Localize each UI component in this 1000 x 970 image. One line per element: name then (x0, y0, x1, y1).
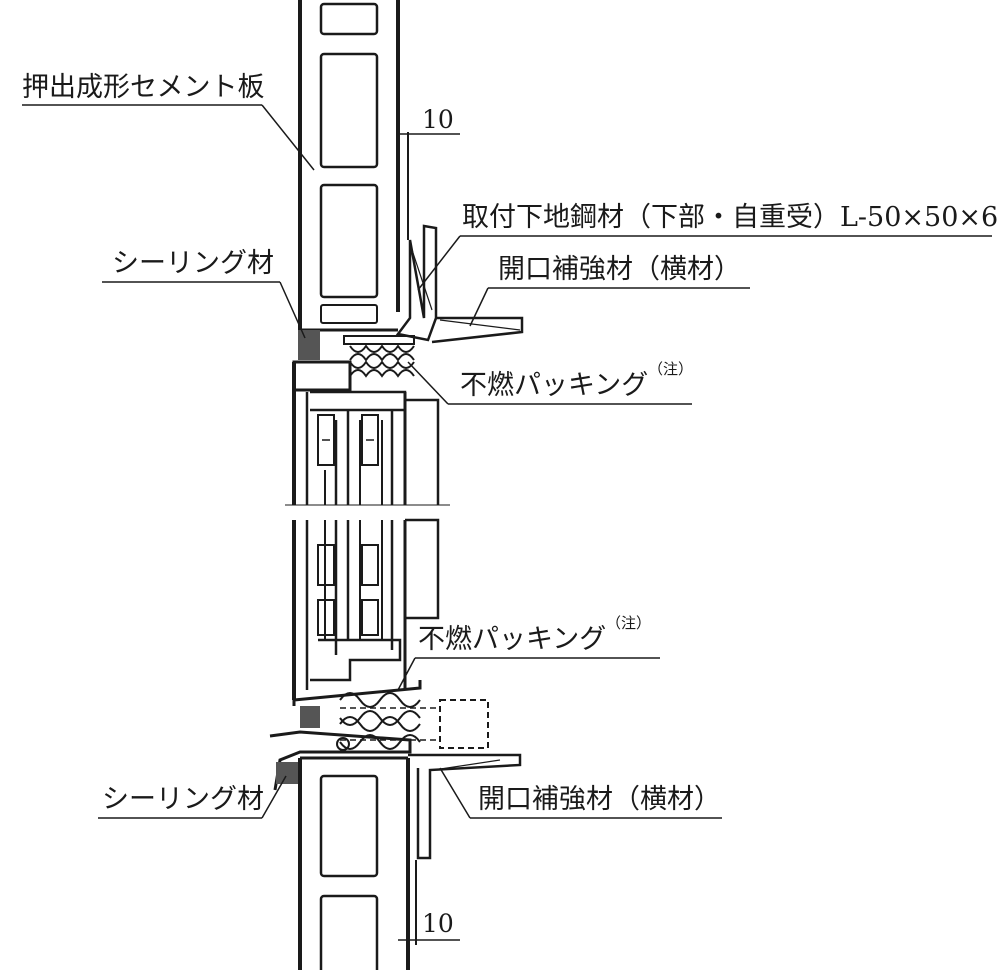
bottom-packing (336, 692, 489, 751)
dimension-bottom-value: 10 (422, 909, 454, 938)
bottom-sealant (276, 762, 302, 784)
window-frame (285, 360, 450, 706)
label-sealing-bottom: シーリング材 (102, 784, 264, 815)
label-panel: 押出成形セメント板 (22, 72, 264, 103)
top-sealant (298, 330, 320, 360)
sill-flashing (269, 730, 412, 791)
leader-lines (22, 104, 992, 819)
label-reinforce-top: 開口補強材（横材） (498, 254, 741, 285)
top-dimension: 10 (398, 105, 460, 240)
bottom-dimension: 10 (398, 860, 460, 945)
label-packing-top-note: （注） (648, 360, 693, 378)
lower-cement-panel (298, 756, 410, 970)
top-packing (343, 335, 415, 378)
label-packing-bottom: 不燃パッキング (418, 624, 606, 655)
label-angle: 取付下地鋼材（下部・自重受）L-50×50×6 (462, 202, 998, 233)
steel-angle (395, 224, 524, 344)
label-packing-bottom-note: （注） (606, 614, 651, 632)
middle-sealant (300, 706, 320, 728)
dimension-top-value: 10 (422, 105, 454, 134)
lower-angle (408, 753, 522, 860)
label-packing-top: 不燃パッキング (460, 370, 648, 401)
upper-cement-panel (298, 0, 400, 332)
label-sealing-top: シーリング材 (112, 248, 274, 279)
label-reinforce-bottom: 開口補強材（横材） (478, 784, 721, 815)
